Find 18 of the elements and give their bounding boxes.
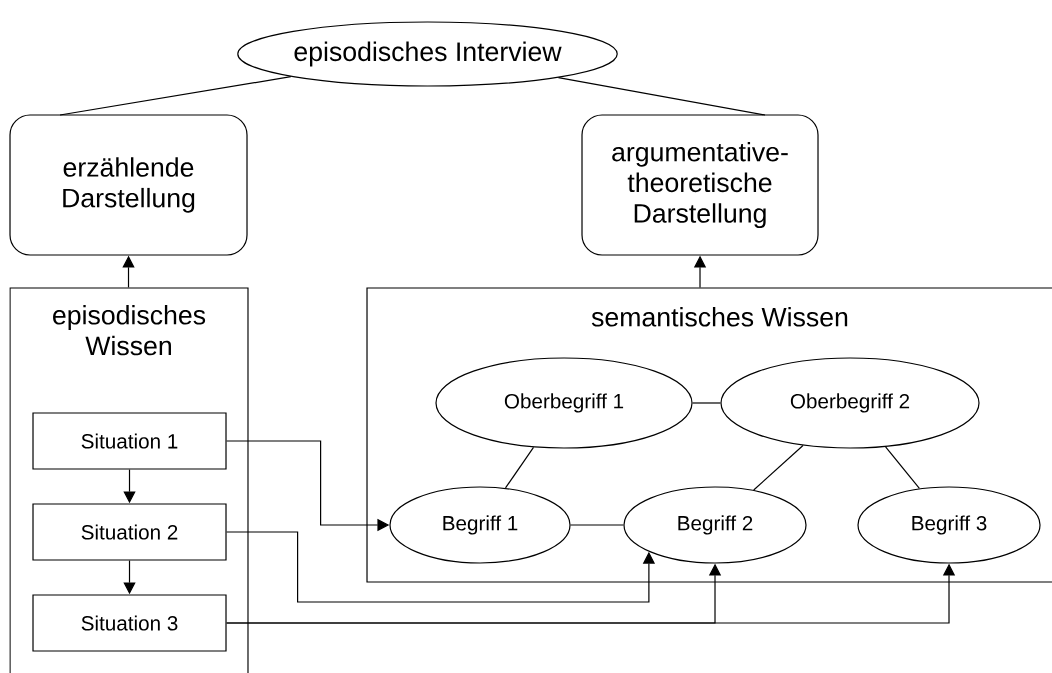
rounded-box: erzählende Darstellung: [9, 114, 248, 256]
connector-line: [753, 444, 804, 491]
connector-line: [885, 446, 920, 490]
ellipse-node: Begriff 2: [623, 486, 807, 564]
connector-line: [59, 76, 292, 116]
situation-box: Situation 2: [32, 503, 227, 561]
rounded-box: argumentative-theoretische Darstellung: [581, 114, 819, 256]
ellipse-node: Begriff 1: [389, 486, 571, 564]
ellipse-node: Oberbegriff 1: [435, 357, 693, 449]
connector-line: [692, 402, 721, 404]
ellipse-node: episodisches Interview: [237, 21, 618, 87]
situation-box: Situation 3: [32, 594, 227, 652]
connector-line: [557, 77, 766, 116]
ellipse-node: Oberbegriff 2: [720, 357, 980, 449]
situation-box: Situation 1: [32, 412, 227, 470]
ellipse-node: Begriff 3: [857, 486, 1041, 564]
connector-line: [504, 446, 535, 489]
connector-line: [570, 524, 624, 526]
